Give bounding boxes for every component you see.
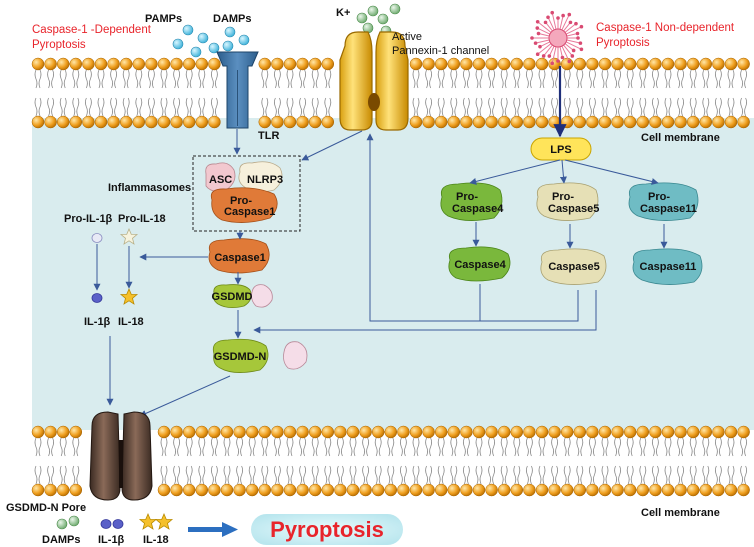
il1b-label: IL-1β — [84, 316, 111, 328]
pyroptosis-label: Pyroptosis — [270, 517, 384, 542]
lps-label: LPS — [550, 144, 571, 156]
caspase5-protein — [540, 248, 607, 285]
il18-molecule — [119, 287, 139, 305]
caspase1-dependent-title-line2: Pyroptosis — [32, 39, 86, 51]
pro-caspase11-label-line1: Pro- — [648, 191, 670, 203]
pannexin-label-line2: Pannexin-1 channel — [392, 45, 489, 57]
pro-caspase5-protein — [536, 182, 599, 221]
gsdmd-c-fragment — [283, 341, 308, 370]
caspase1-non-dependent-title-line2: Pyroptosis — [596, 37, 650, 49]
pamps-damps-molecules — [172, 24, 250, 58]
pro-il1b-label: Pro-IL-1β — [64, 213, 113, 225]
cytoplasm — [32, 118, 754, 430]
gsdmd-c-terminal — [251, 284, 273, 308]
pro-caspase1-label-line1: Pro- — [230, 195, 252, 207]
pyroptosis-arrow — [188, 522, 238, 537]
k-plus-label: K+ — [336, 7, 350, 19]
gsdmd-n-pore-label: GSDMD-N Pore — [6, 502, 86, 514]
pathway-arrows — [93, 129, 668, 417]
caspase5-label: Caspase5 — [548, 261, 599, 273]
damps-bottom-label: DAMPs — [42, 534, 81, 546]
gsdmd-n-protein — [212, 338, 269, 373]
pro-caspase1-label-line2: Caspase1 — [224, 206, 275, 218]
il1b-bottom-label: IL-1β — [98, 534, 125, 546]
pro-caspase11-protein — [628, 182, 699, 221]
cell-membrane-bottom — [31, 425, 750, 497]
lps-node — [530, 137, 592, 161]
pro-caspase4-label-line2: Caspase4 — [452, 203, 504, 215]
caspase11-protein — [632, 248, 703, 285]
pamps-label: PAMPs — [145, 13, 182, 25]
cell-membrane-top-label: Cell membrane — [641, 132, 720, 144]
pro-il1b-molecule — [91, 233, 103, 243]
pannexin-1-channel — [339, 31, 409, 131]
cell-membrane-top — [31, 57, 750, 129]
gsdmd-label: GSDMD — [212, 291, 253, 303]
pro-caspase4-protein — [440, 182, 503, 221]
caspase4-protein — [448, 246, 511, 282]
nlrp3-protein — [238, 161, 283, 192]
damps-top-label: DAMPs — [213, 13, 252, 25]
pro-il18-molecule — [119, 227, 139, 245]
gsdmd-protein — [213, 284, 252, 308]
pannexin-label-line1: Active — [392, 31, 422, 43]
il18-label: IL-18 — [118, 316, 144, 328]
caspase4-label: Caspase4 — [454, 259, 506, 271]
tlr-label: TLR — [258, 130, 279, 142]
tlr-receptor — [216, 51, 259, 129]
gsdmd-n-pore — [89, 411, 153, 501]
il1b-molecule — [91, 293, 103, 303]
pro-caspase1-protein — [210, 187, 278, 223]
inflammasome-box — [192, 155, 301, 232]
cell-membrane-bottom-label: Cell membrane — [641, 507, 720, 519]
asc-label: ASC — [209, 174, 232, 186]
released-il18 — [138, 512, 174, 530]
pro-caspase5-label-line2: Caspase5 — [548, 203, 599, 215]
pyroptosis-badge — [251, 514, 403, 545]
lps-particle — [530, 10, 584, 66]
caspase1-non-dependent-title-line1: Caspase-1 Non-dependent — [596, 22, 735, 34]
pro-caspase5-label-line1: Pro- — [552, 191, 574, 203]
caspase11-label: Caspase11 — [640, 261, 697, 273]
caspase1-dependent-title-line1: Caspase-1 -Dependent — [32, 24, 152, 36]
released-il1b — [100, 519, 124, 529]
pro-il18-label: Pro-IL-18 — [118, 213, 166, 225]
released-damps — [56, 515, 80, 530]
inflammasomes-label: Inflammasomes — [108, 182, 191, 194]
pro-caspase11-label-line2: Caspase11 — [640, 203, 697, 215]
caspase1-label: Caspase1 — [214, 252, 265, 264]
nlrp3-label: NLRP3 — [247, 174, 283, 186]
pro-caspase4-label-line1: Pro- — [456, 191, 478, 203]
caspase1-protein — [208, 238, 270, 274]
gsdmd-n-label: GSDMD-N — [214, 351, 267, 363]
il18-bottom-label: IL-18 — [143, 534, 169, 546]
